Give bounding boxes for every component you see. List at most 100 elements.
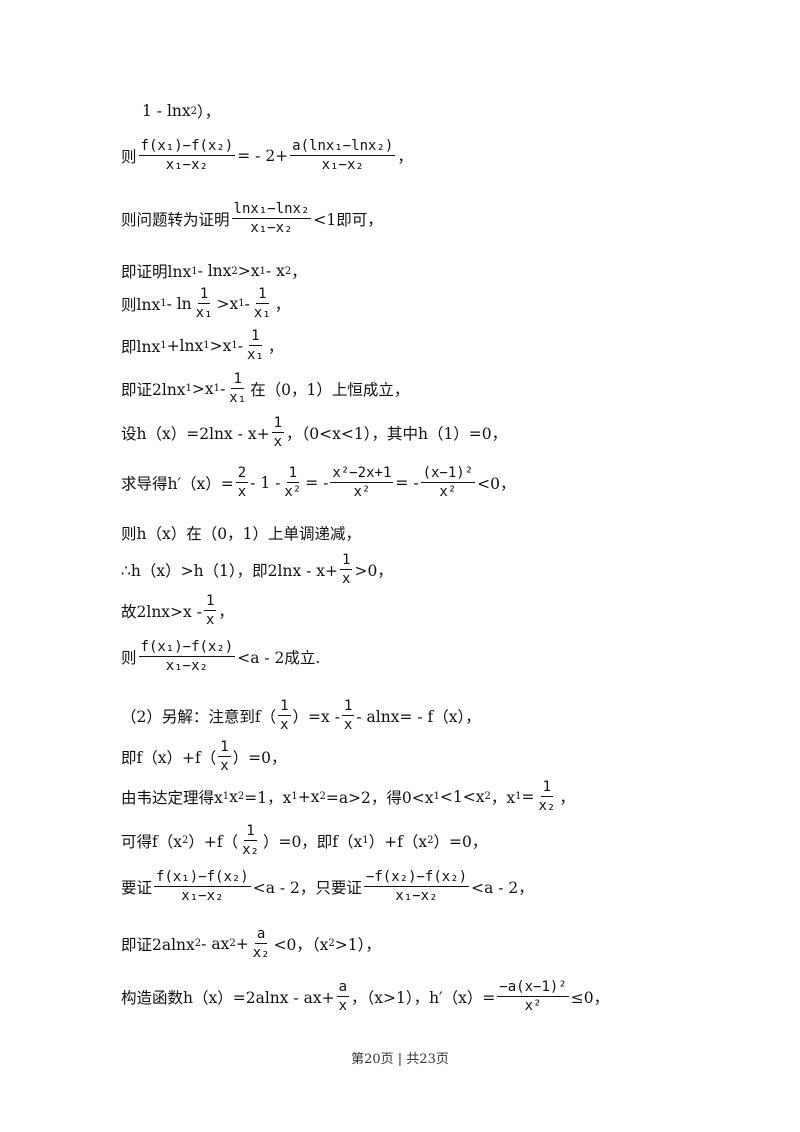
fraction-denominator: x₁−x₂ — [250, 220, 293, 236]
fraction: f(x₁)−f(x₂)x₁−x₂ — [154, 868, 251, 905]
fraction-numerator: f(x₁)−f(x₂) — [138, 138, 236, 156]
subscript: 1 — [185, 383, 192, 394]
text-segment: <a - 2， — [471, 878, 534, 897]
fraction-denominator: x² — [284, 484, 302, 500]
subscript: 2 — [284, 265, 292, 277]
fraction-numerator: a — [254, 926, 268, 944]
fraction-numerator: 1 — [197, 286, 211, 304]
text-segment: ）， — [197, 103, 221, 121]
fraction-denominator: x₁ — [195, 305, 213, 321]
text-segment: <1即可， — [313, 210, 383, 229]
subscript: 1 — [291, 791, 298, 802]
subscript: 1 — [213, 383, 221, 394]
text-segment: = - — [305, 473, 329, 492]
fraction-numerator: 1 — [231, 371, 244, 389]
fraction-numerator: 1 — [249, 328, 262, 346]
text-segment: ，（0<x<1），其中h（1）=0， — [286, 424, 508, 443]
fraction-numerator: 1 — [286, 465, 300, 483]
text-segment: 设h（x）=2lnx - x+ — [121, 424, 270, 443]
fraction: f(x₁)−f(x₂)x₁−x₂ — [138, 638, 236, 675]
text-segment: - alnx= - f（x）， — [356, 707, 481, 726]
fraction-denominator: x₁−x₂ — [165, 658, 208, 674]
text-segment: 即f（x）+f（ — [121, 748, 217, 767]
text-segment: ， — [274, 295, 291, 314]
subscript: 2 — [231, 265, 238, 277]
line-9: 则h（x）在（0，1）上单调递减， — [121, 522, 361, 544]
subscript: 2 — [427, 835, 434, 846]
fraction-numerator: 1 — [540, 779, 554, 797]
text-segment: x — [229, 787, 238, 806]
text-segment: +lnx — [166, 336, 204, 355]
fraction-denominator: x₂ — [538, 798, 556, 814]
text-segment: - — [220, 379, 226, 398]
text-segment: ）=x - — [292, 707, 340, 726]
text-segment: <a - 2，只要证 — [252, 878, 362, 897]
text-segment: >x — [237, 262, 260, 280]
fraction-denominator: x₁ — [253, 305, 271, 321]
subscript: 2 — [328, 938, 335, 949]
text-segment: <a - 2成立. — [237, 648, 321, 667]
fraction-numerator: 1 — [340, 552, 353, 570]
text-segment: = - — [395, 473, 419, 492]
fraction-numerator: (x−1)² — [420, 465, 476, 483]
subscript: 1 — [222, 791, 230, 802]
subscript: 2 — [229, 938, 236, 949]
fraction-denominator: x₁ — [246, 347, 264, 363]
subscript: 1 — [515, 791, 522, 802]
fraction-denominator: x₂ — [242, 842, 259, 858]
fraction-denominator: x — [338, 998, 347, 1014]
text-segment: ）=0，即f（x — [262, 832, 363, 851]
subscript: 1 — [433, 791, 440, 802]
text-segment: + — [235, 934, 249, 953]
fraction-numerator: lnx₁−lnx₂ — [231, 201, 312, 219]
subscript: 2 — [181, 835, 189, 846]
subscript: 1 — [203, 340, 210, 351]
fraction-denominator: x — [343, 717, 353, 733]
subscript: 2 — [190, 105, 198, 117]
fraction-denominator: x — [237, 484, 247, 500]
text-segment: <0， — [477, 474, 516, 493]
text-segment: 则问题转为证明 — [121, 210, 230, 229]
fraction-numerator: 1 — [218, 739, 231, 757]
text-segment: ， — [218, 602, 234, 621]
subscript: 2 — [237, 791, 245, 802]
subscript: 1 — [259, 265, 266, 277]
page-footer: 第20页 | 共23页 — [351, 1052, 449, 1067]
fraction-denominator: x₁−x₂ — [165, 157, 208, 173]
text-segment: - 1 - — [250, 473, 281, 492]
text-segment: = - 2+ — [237, 146, 289, 165]
fraction-denominator: x — [273, 434, 283, 450]
text-segment: ，x — [490, 788, 516, 807]
subscript: 1 — [362, 835, 369, 846]
fraction-numerator: −a(x−1)² — [497, 979, 569, 997]
fraction-numerator: 1 — [244, 823, 257, 841]
text-segment: - ax — [201, 934, 230, 953]
fraction-numerator: 1 — [203, 593, 217, 611]
text-segment: =1，x — [244, 788, 292, 807]
text-segment: <1<x — [439, 787, 485, 806]
subscript: 2 — [484, 791, 491, 802]
fraction-denominator: x₁ — [229, 390, 247, 406]
text-segment: - x — [265, 262, 285, 280]
fraction-denominator: x² — [353, 484, 371, 500]
fraction: f(x₁)−f(x₂)x₁−x₂ — [138, 137, 236, 174]
text-segment: 即证明lnx — [121, 263, 192, 281]
text-segment: =a>2，得0<x — [325, 788, 434, 807]
